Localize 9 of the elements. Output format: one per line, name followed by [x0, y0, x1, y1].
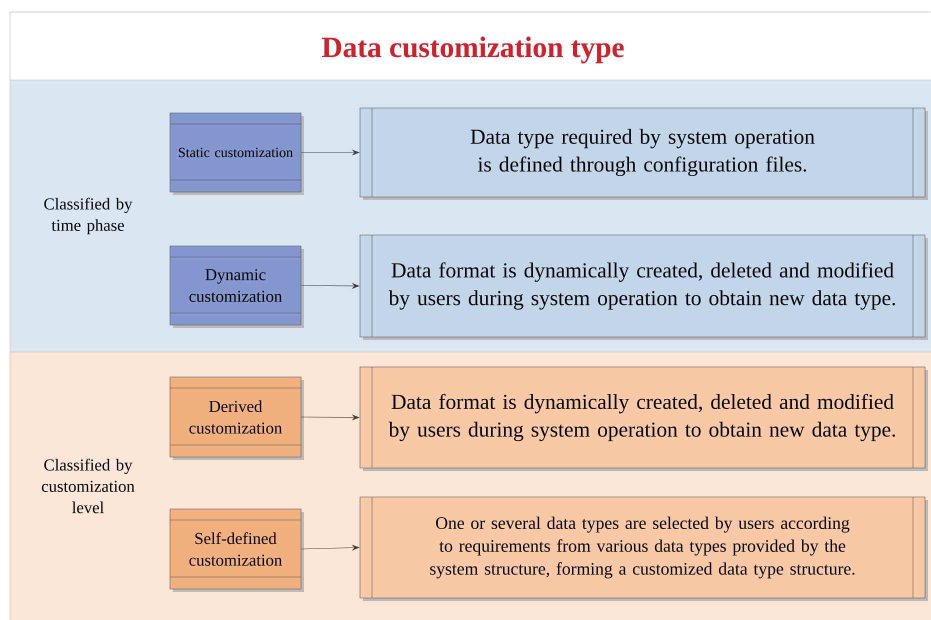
- process-box: Static customization: [170, 112, 304, 195]
- process-box: Derived customization: [170, 376, 304, 460]
- description-box: Data format is dynamically created, deleted and modified by users during system operation to obtain new data type.: [360, 366, 928, 471]
- description-box: Data type required by system operation is defined through configuration files.: [360, 108, 928, 200]
- process-box: Dynamic customization: [170, 246, 304, 328]
- title: Data customization type: [322, 36, 624, 64]
- process-box: Self-defined customization: [170, 508, 304, 592]
- description-box: Data format is dynamically created, deleted and modified by users during system operation to obtain new data type.: [360, 234, 928, 340]
- description-box: One or several data types are selected by users according to requirements from various data types provided by the system structure, forming a customized data type structure.: [360, 496, 928, 601]
